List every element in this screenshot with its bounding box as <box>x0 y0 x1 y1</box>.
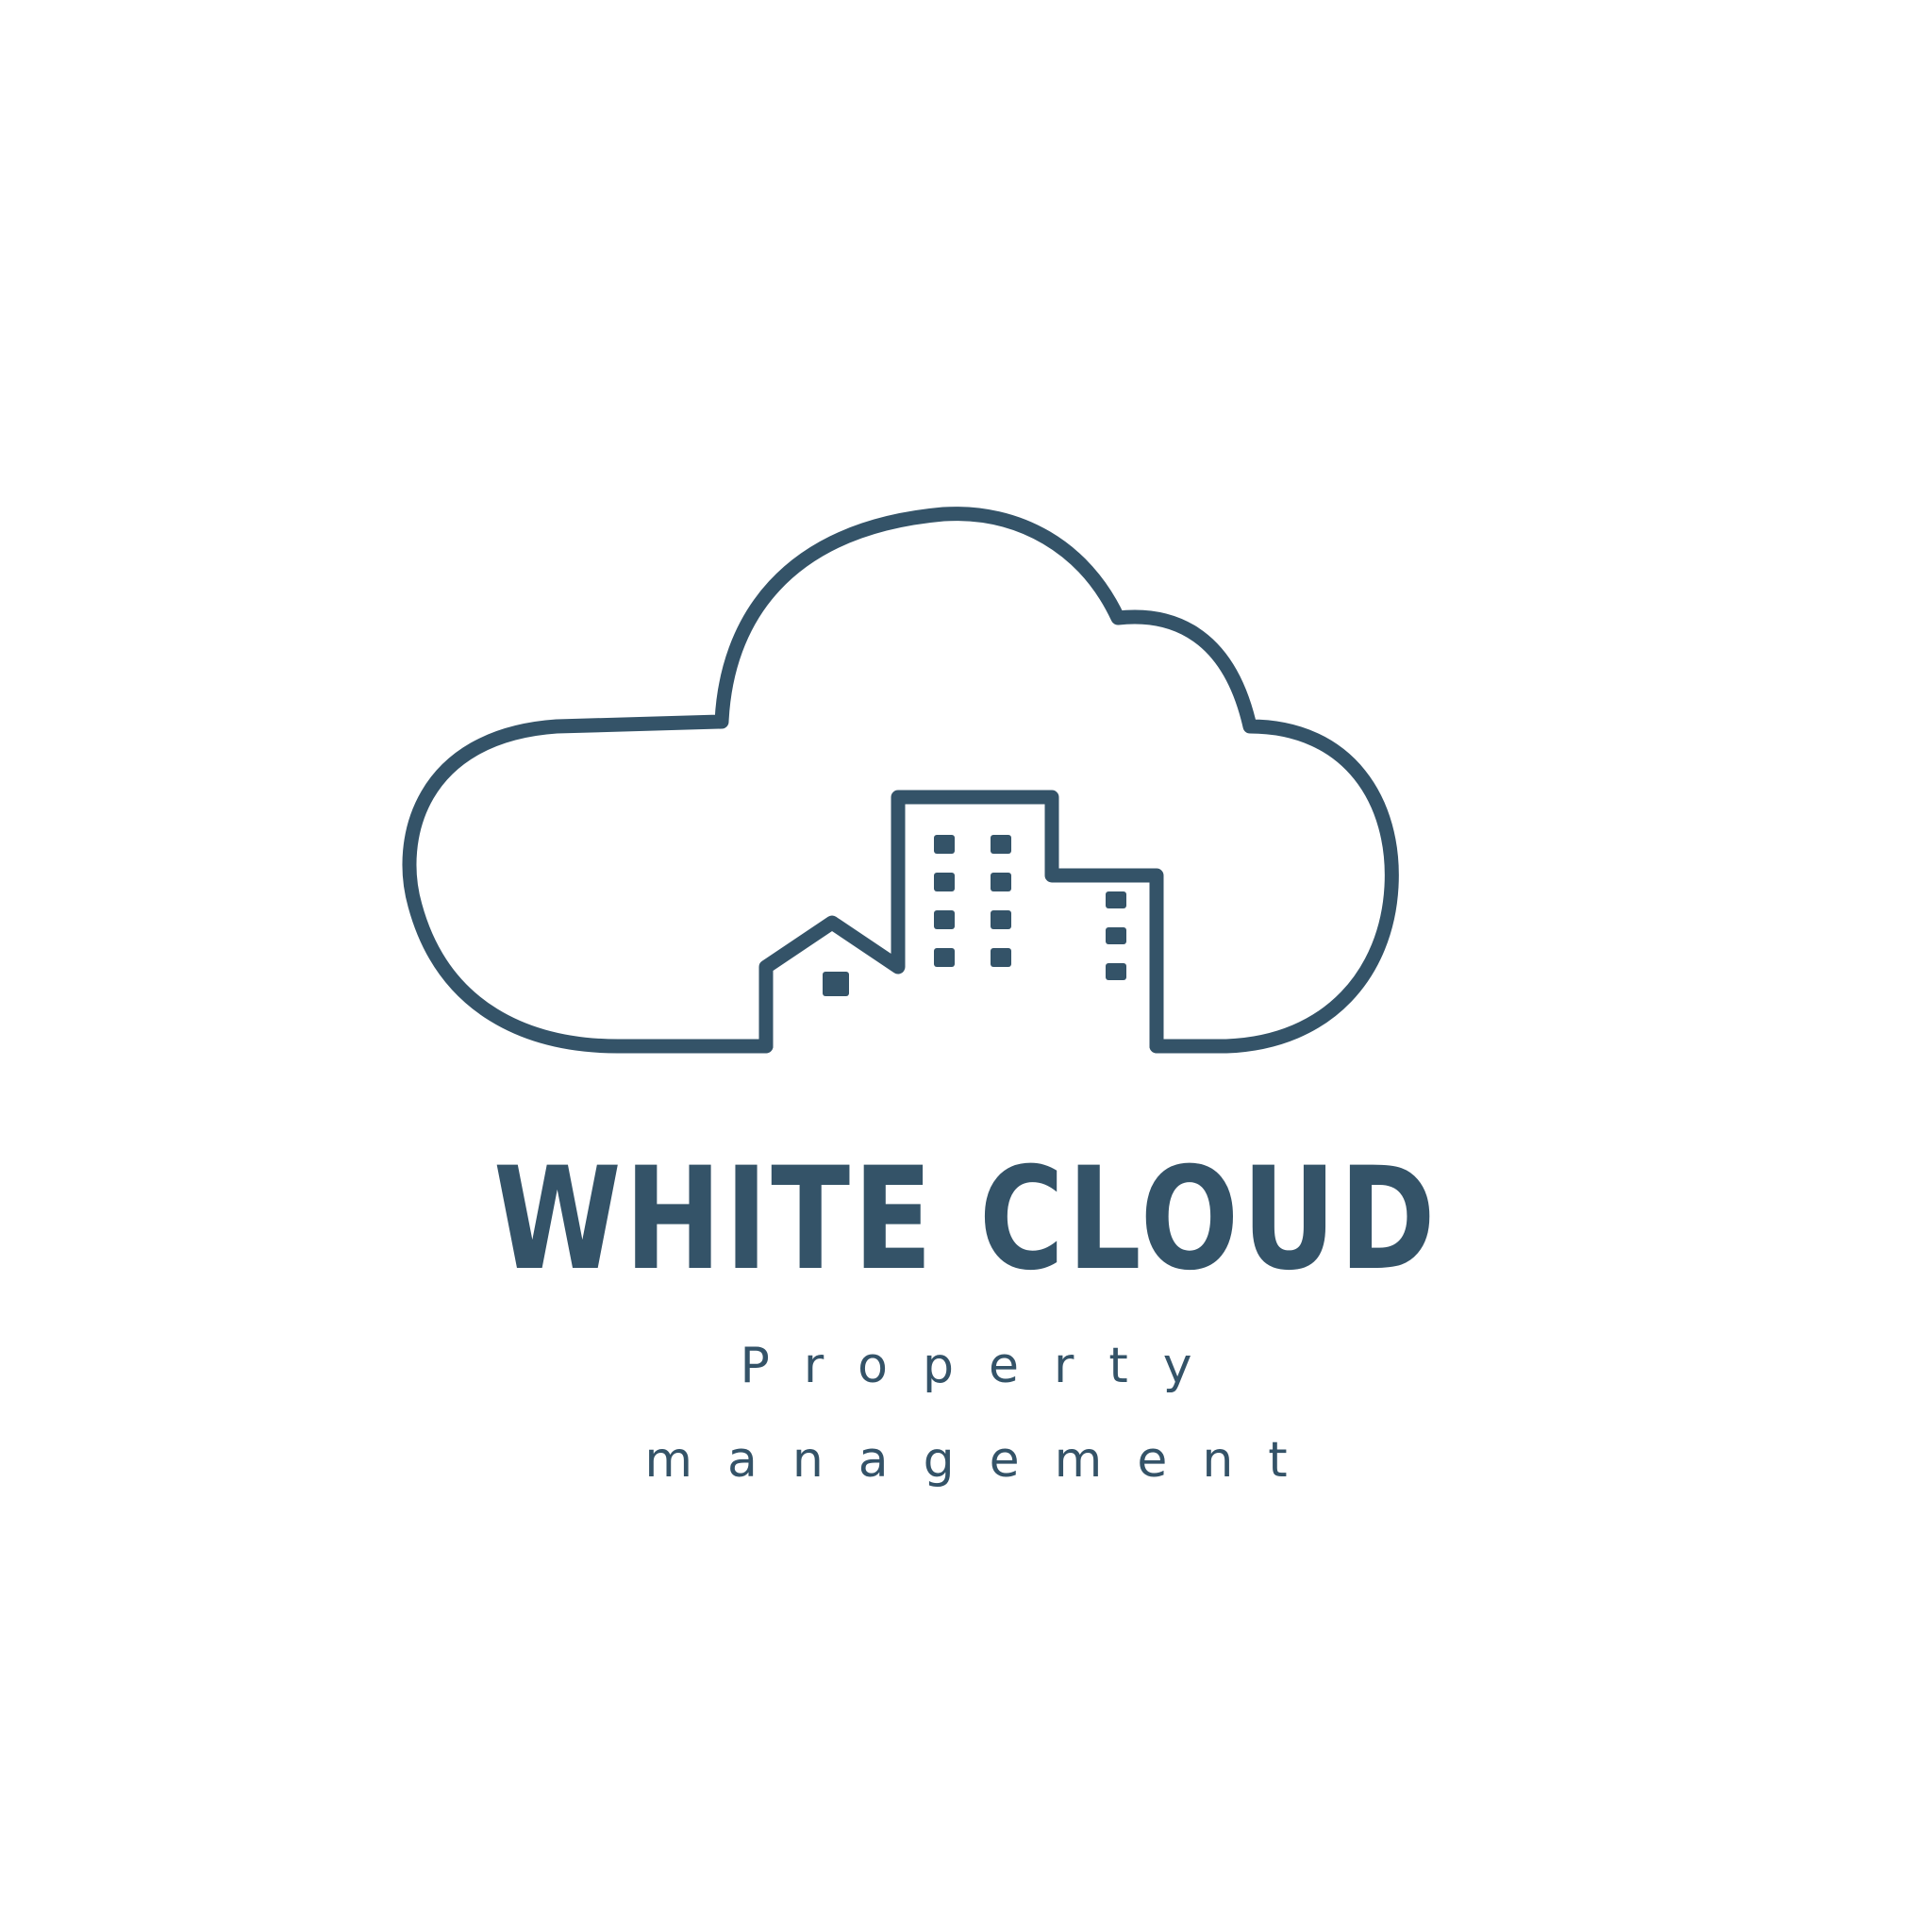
tagline-management: management <box>644 1432 1323 1489</box>
building-window <box>991 873 1011 891</box>
house-outline <box>758 790 1164 1054</box>
building-window <box>991 835 1011 854</box>
building-window <box>991 910 1011 929</box>
building-window <box>934 910 955 929</box>
tagline-property: Property <box>740 1338 1227 1394</box>
building-window <box>934 948 955 967</box>
cloud-outline <box>402 507 1399 1054</box>
building-window <box>1106 927 1126 944</box>
house-window <box>823 972 849 996</box>
brand-name: WHITE CLOUD <box>492 1138 1440 1302</box>
building-window <box>1106 963 1126 980</box>
building-window <box>934 835 955 854</box>
building-window <box>934 873 955 891</box>
building-window <box>991 948 1011 967</box>
building-window <box>1106 891 1126 908</box>
